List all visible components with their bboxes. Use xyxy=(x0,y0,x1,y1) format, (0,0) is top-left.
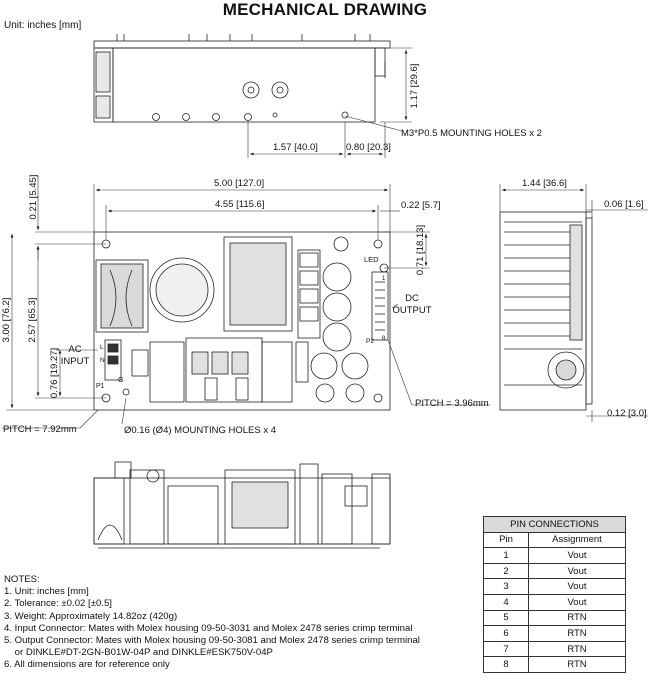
notes-section: NOTES: 1. Unit: inches [mm] 2. Tolerance… xyxy=(4,574,420,672)
page-title: MECHANICAL DRAWING xyxy=(222,0,428,19)
pin-column-header: Pin xyxy=(483,531,529,549)
pin-cell: 3 xyxy=(483,578,529,595)
side-view-top xyxy=(93,34,391,123)
mount-holes-main-label: Ø0.16 (Ø4) MOUNTING HOLES x 4 xyxy=(124,425,276,436)
dim-080: 0.80 [20.3] xyxy=(346,142,391,153)
n-label: N xyxy=(100,357,105,364)
dim-006: 0.06 [1.6] xyxy=(604,199,644,210)
dc-output-label-2: OUTPUT xyxy=(392,305,431,316)
dim-071: 0.71 [18.13] xyxy=(415,225,426,275)
pin-cell: 7 xyxy=(483,640,529,658)
assignment-cell: RTN xyxy=(528,640,626,658)
assignment-cell: RTN xyxy=(528,609,626,627)
mount-holes-top-label: M3*P0.5 MOUNTING HOLES x 2 xyxy=(401,128,542,139)
dim-157: 1.57 [40.0] xyxy=(273,142,318,153)
pin-cell: 1 xyxy=(483,547,529,564)
pin-cell: 4 xyxy=(483,593,529,611)
assignment-cell: RTN xyxy=(528,625,626,642)
dim-455: 4.55 [115.6] xyxy=(215,199,264,210)
note-item: 5. Output Connector: Mates with Molex ho… xyxy=(4,635,420,647)
pitch-left-label: PITCH = 7.92mm xyxy=(3,424,77,435)
side-view-right xyxy=(499,211,593,411)
note-item: 3. Weight: Approximately 14.82oz (420g) xyxy=(4,610,178,622)
pin-cell: 8 xyxy=(483,656,529,673)
dim-144: 1.44 [36.6] xyxy=(522,178,567,189)
note-item: 2. Tolerance: ±0.02 [±0.5] xyxy=(4,598,112,610)
led-label: LED xyxy=(364,255,379,264)
assignment-cell: Vout xyxy=(528,562,626,580)
dim-300: 3.00 [76.2] xyxy=(1,298,12,343)
pin-cell: 5 xyxy=(483,609,529,627)
ac-input-label-2: INPUT xyxy=(61,356,90,367)
pcb-outline xyxy=(93,231,391,411)
pin1-label: 1 xyxy=(382,276,386,282)
p1-label: P1 xyxy=(96,383,105,390)
g-label: G xyxy=(118,377,123,384)
dim-021: 0.21 [5.45] xyxy=(28,175,39,220)
note-item: 6. All dimensions are for reference only xyxy=(4,659,170,671)
note-item: 1. Unit: inches [mm] xyxy=(4,586,89,598)
p2-label: P2 xyxy=(366,338,374,345)
assignment-column-header: Assignment xyxy=(528,531,626,549)
front-view-bottom xyxy=(93,461,391,549)
note-item: 4. Input Connector: Mates with Molex hou… xyxy=(4,622,413,634)
l-label: L xyxy=(100,344,104,351)
ac-input-label-1: AC xyxy=(68,344,81,355)
pin-cell: 2 xyxy=(483,562,529,580)
note-item: or DINKLE#DT-2GN-B01W-04P and DINKLE#ESK… xyxy=(4,647,273,659)
assignment-cell: Vout xyxy=(528,547,626,564)
assignment-cell: Vout xyxy=(528,593,626,611)
assignment-cell: RTN xyxy=(528,656,626,673)
notes-heading: NOTES: xyxy=(4,574,40,585)
pitch-right-label: PITCH = 3.96mm xyxy=(415,398,489,409)
pin8-label: 8 xyxy=(382,336,386,342)
dim-257: 2.57 [65.3] xyxy=(27,298,38,343)
unit-label: Unit: inches [mm] xyxy=(4,20,82,31)
assignment-cell: Vout xyxy=(528,578,626,595)
pin-table-caption: PIN CONNECTIONS xyxy=(483,516,626,533)
dim-076: 0.76 [19.27] xyxy=(49,348,60,398)
dim-012: 0.12 [3.0] xyxy=(607,408,647,419)
dim-height-top: 1.17 [29.6] xyxy=(409,64,420,109)
dim-500: 5.00 [127.0] xyxy=(214,178,264,189)
dc-output-label-1: DC xyxy=(405,293,419,304)
dim-022: 0.22 [5.7] xyxy=(401,200,441,211)
pin-cell: 6 xyxy=(483,625,529,642)
